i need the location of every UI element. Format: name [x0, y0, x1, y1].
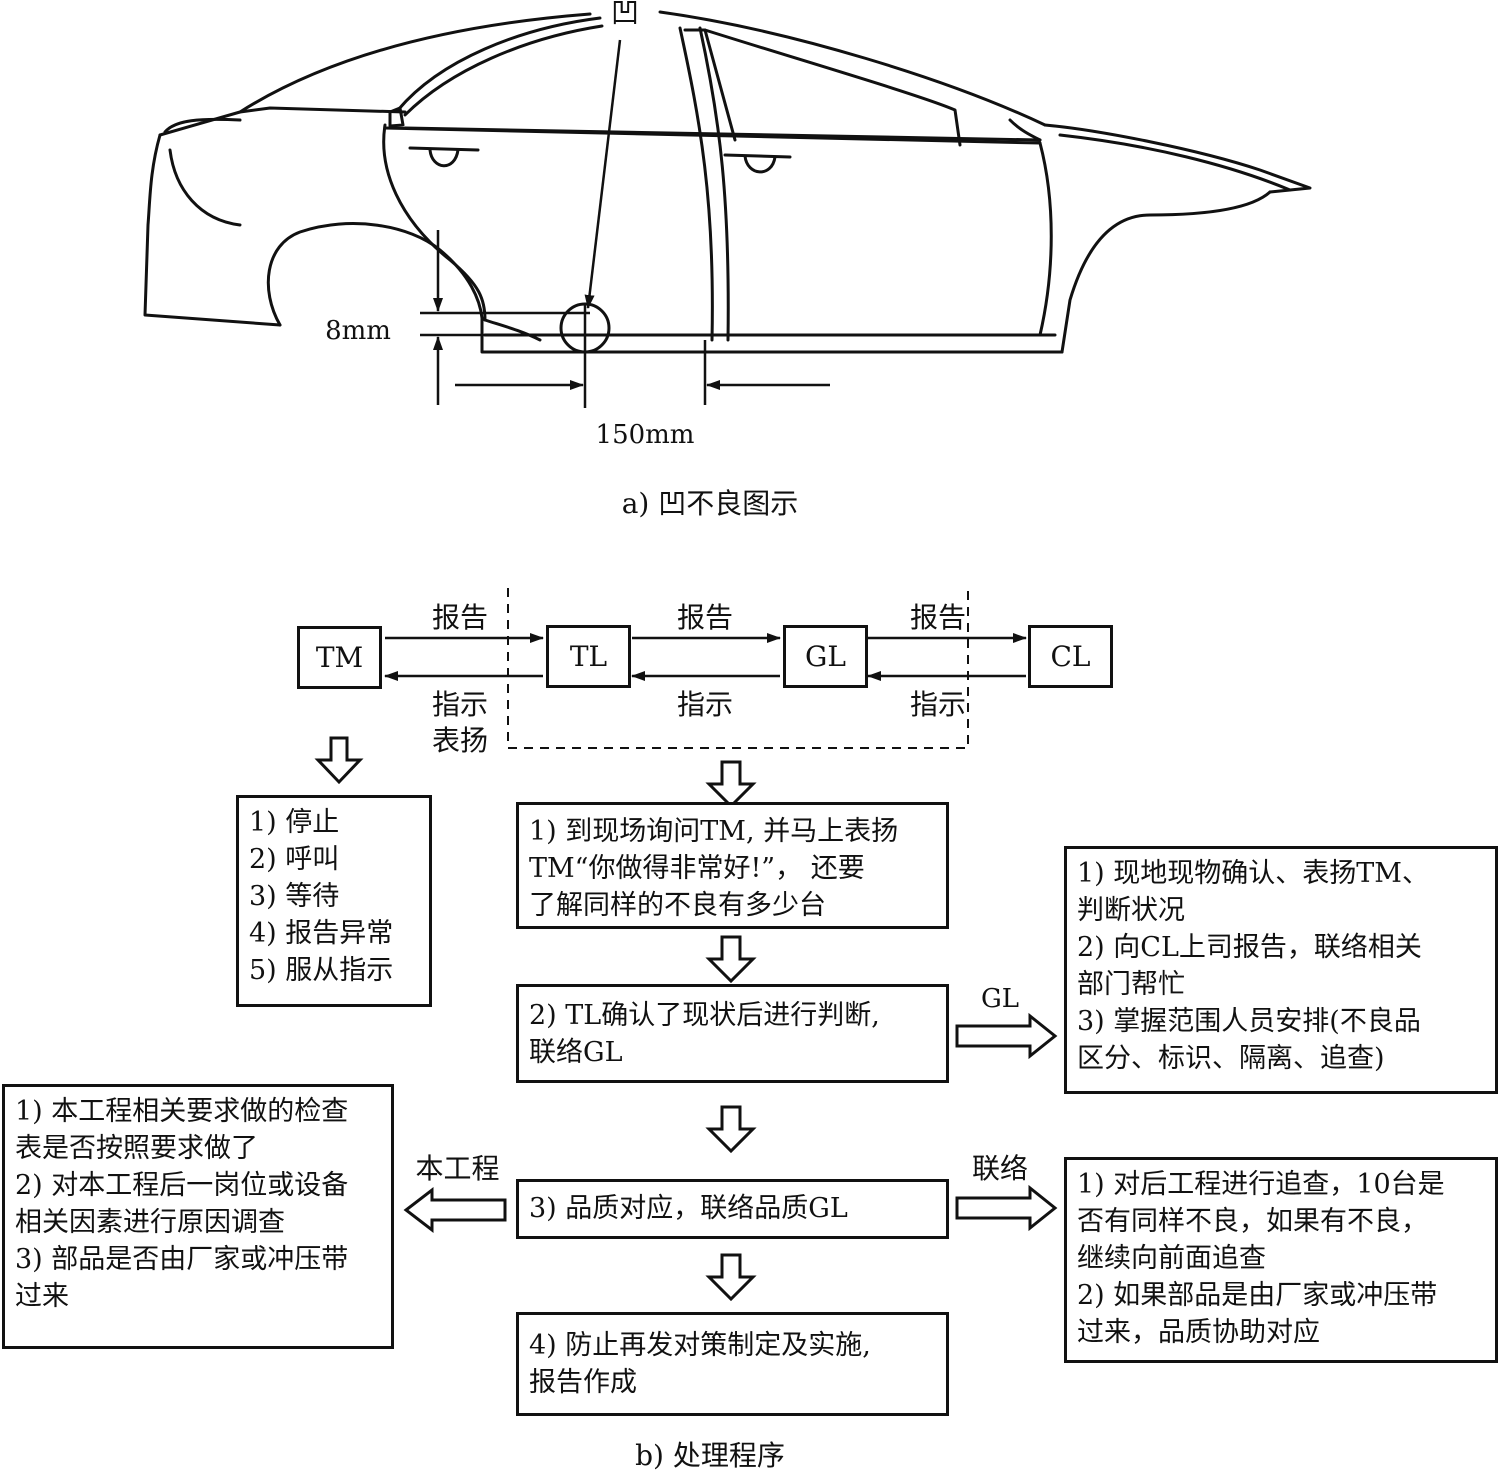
gl-arrow-label: GL	[980, 984, 1020, 1014]
down-arrow-2	[705, 935, 757, 984]
tm-action-5: 5) 服从指示	[249, 955, 394, 986]
door-gap	[678, 26, 714, 342]
hood-line	[1043, 123, 1312, 194]
step-1-box: 1) 到现场询问TM, 并马上表扬 TM“你做得非常好!”， 还要 了解同样的不…	[516, 802, 949, 929]
down-arrow-4	[705, 1253, 757, 1302]
tm-action-4: 4) 报告异常	[249, 918, 394, 949]
step-2-box: 2) TL确认了现状后进行判断, 联络GL	[516, 984, 949, 1083]
caption-b: b) 处理程序	[635, 1439, 785, 1472]
left-arrow-process	[403, 1186, 507, 1234]
down-arrow-1	[705, 760, 757, 809]
rear-door-handle	[408, 146, 480, 152]
down-arrow-3	[705, 1105, 757, 1154]
process-arrow-label: 本工程	[415, 1152, 500, 1185]
right-arrow-liaison	[955, 1184, 1058, 1232]
liaison-arrow-label: 联络	[971, 1152, 1028, 1185]
liaison-actions-box: 1) 对后工程进行追查，10台是 否有同样不良，如果有不良， 继续向前面追查 2…	[1064, 1157, 1498, 1363]
report-label-1: 报告	[431, 601, 488, 634]
front-door-handle	[723, 153, 792, 159]
dim-width-label: 150mm	[595, 420, 695, 450]
rear-wheel-arch	[266, 222, 484, 327]
report-label-3: 报告	[909, 601, 966, 634]
tm-action-2: 2) 呼叫	[249, 844, 340, 875]
dent-label: 凹	[610, 0, 639, 29]
front-window	[703, 28, 962, 147]
node-tm: TM	[297, 626, 382, 689]
instruct-label-2: 指示	[676, 688, 733, 721]
gl-actions-box: 1) 现地现物确认、表扬TM、 判断状况 2) 向CL上司报告，联络相关 部门帮…	[1064, 846, 1498, 1094]
caption-a: a) 凹不良图示	[621, 487, 799, 520]
tm-action-1: 1) 停止	[249, 807, 340, 838]
report-label-2: 报告	[676, 601, 733, 634]
dashed-group	[507, 588, 969, 749]
sill-line	[480, 316, 1064, 354]
praise-label: 表扬	[431, 724, 488, 757]
node-tl: TL	[546, 625, 631, 688]
tm-actions-box: 1) 停止 2) 呼叫 3) 等待 4) 报告异常 5) 服从指示	[236, 795, 432, 1007]
node-gl: GL	[783, 625, 868, 688]
roof-line-front	[658, 10, 1047, 127]
right-arrow-gl	[955, 1012, 1058, 1060]
rear-body	[143, 133, 282, 327]
down-arrow-tm	[314, 736, 364, 785]
step-3-box: 3) 品质对应，联络品质GL	[516, 1179, 949, 1239]
dim-height-label: 8mm	[325, 316, 391, 346]
node-cl: CL	[1028, 625, 1113, 688]
tm-action-3: 3) 等待	[249, 881, 340, 912]
trunk-line	[158, 106, 407, 137]
instruct-label-3: 指示	[909, 688, 966, 721]
process-actions-box: 1) 本工程相关要求做的检查 表是否按照要求做了 2) 对本工程后一岗位或设备 …	[2, 1084, 394, 1349]
rear-pillar	[396, 16, 602, 112]
instruct-label-1: 指示	[431, 688, 488, 721]
roof-line	[238, 12, 592, 114]
step-4-box: 4) 防止再发对策制定及实施, 报告作成	[516, 1312, 949, 1416]
